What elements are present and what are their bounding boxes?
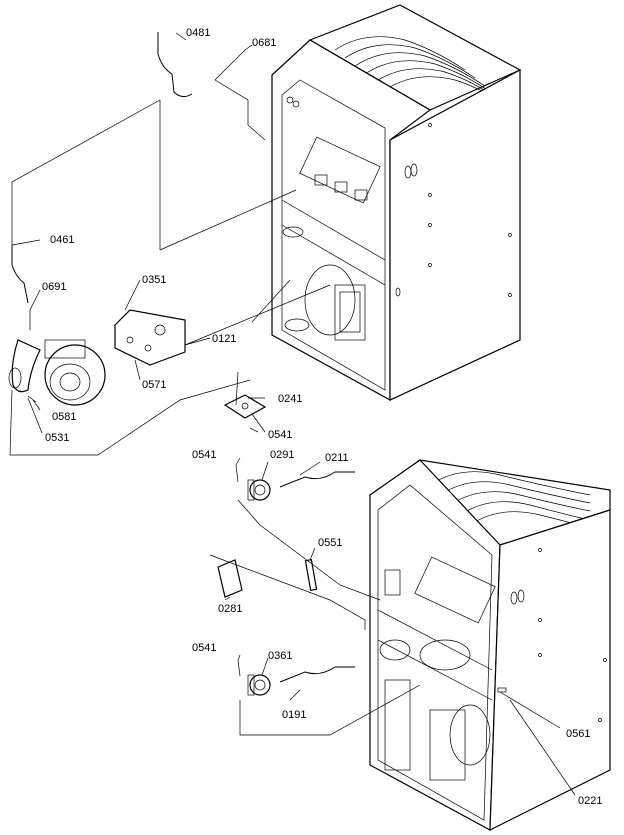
part-label-0241: 0241 [278,393,302,405]
lower-furnace-cabinet [368,459,611,831]
part-label-0361: 0361 [268,650,292,662]
part-labels: 0481 0681 0461 0691 0351 0121 0571 0581 … [42,27,602,807]
pressure-switch-0361 [247,666,355,696]
part-label-0571: 0571 [142,379,166,391]
part-label-0291: 0291 [270,449,294,461]
pipe-0481 [157,32,193,98]
part-label-0191: 0191 [282,709,306,721]
part-label-0461: 0461 [50,234,74,246]
part-label-0221: 0221 [578,795,602,807]
part-label-0541-upper: 0541 [268,429,292,441]
pipe-0461 [11,245,29,304]
part-label-0691: 0691 [42,281,66,293]
part-label-0681: 0681 [252,37,276,49]
upper-furnace-cabinet [271,4,522,402]
part-label-0551: 0551 [318,537,342,549]
leader-lines [9,32,576,796]
gasket-0241 [223,394,267,419]
part-label-0351: 0351 [142,274,166,286]
part-label-0541-lower: 0541 [192,642,216,654]
part-label-0281: 0281 [218,603,242,615]
part-label-0121: 0121 [212,333,236,345]
part-label-0481: 0481 [186,27,210,39]
tube-0551 [304,559,318,591]
inducer-motor-assembly [8,339,106,406]
mounting-plate [114,309,186,366]
part-label-0531: 0531 [45,432,69,444]
part-label-0581: 0581 [52,411,76,423]
screw-0541 [27,395,259,677]
part-label-0211: 0211 [325,452,349,464]
part-label-0541-middle: 0541 [192,449,216,461]
pressure-switch-0291 [247,471,355,501]
part-label-0561: 0561 [566,728,590,740]
